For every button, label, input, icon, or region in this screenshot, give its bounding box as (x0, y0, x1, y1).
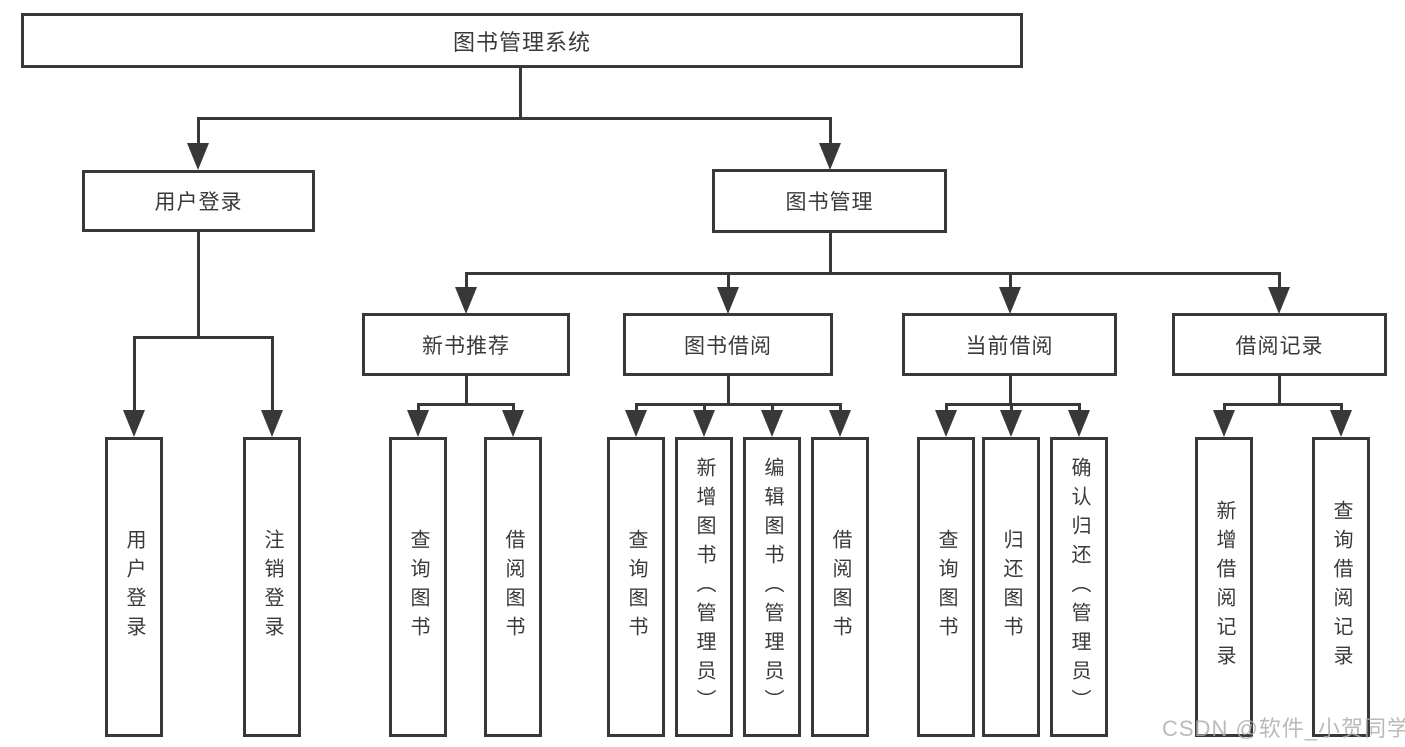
connector-drop (1009, 272, 1012, 289)
leaf-add-books-admin: 新增图书（管理员） (675, 437, 733, 737)
connector-drop (1078, 403, 1081, 412)
arrowhead-down-icon (502, 410, 524, 437)
connector-groupA-bar (417, 403, 515, 406)
connector-groupD-stem (1278, 376, 1281, 405)
node-new-book-recommend: 新书推荐 (362, 313, 570, 376)
arrowhead-down-icon (455, 287, 477, 314)
watermark: CSDN @软件_小贺同学 (1162, 716, 1405, 741)
leaf-label: 新增借阅记录 (1213, 500, 1235, 674)
node-user-login: 用户登录 (82, 170, 315, 232)
node-root: 图书管理系统 (21, 13, 1023, 68)
leaf-label: 注销登录 (261, 529, 283, 645)
leaf-label: 归还图书 (1000, 529, 1022, 645)
connector-drop (1340, 403, 1343, 412)
connector-drop (1010, 403, 1013, 412)
leaf-label: 借阅图书 (829, 529, 851, 645)
connector-root-bar (197, 117, 832, 120)
connector-groupD-bar (1223, 403, 1343, 406)
connector-drop (512, 403, 515, 412)
arrowhead-down-icon (693, 410, 715, 437)
connector-bookmgmt-stem (829, 233, 832, 274)
arrowhead-down-icon (761, 410, 783, 437)
node-book-management-label: 图书管理 (785, 191, 874, 214)
arrowhead-down-icon (1268, 287, 1290, 314)
connector-drop (271, 336, 274, 412)
node-current-borrowing: 当前借阅 (902, 313, 1117, 376)
node-book-management: 图书管理 (712, 169, 947, 233)
connector-drop (197, 117, 200, 145)
leaf-borrow-books-borrowing: 借阅图书 (811, 437, 869, 737)
connector-userlogin-stem (197, 232, 200, 339)
leaf-label: 用户登录 (123, 529, 145, 645)
connector-groupB-stem (727, 376, 730, 405)
connector-groupC-stem (1009, 376, 1012, 405)
connector-root-stem (519, 66, 522, 119)
node-borrowing-records-label: 借阅记录 (1235, 334, 1324, 358)
node-book-borrowing-label: 图书借阅 (684, 334, 772, 358)
connector-groupC-bar (945, 403, 1081, 406)
leaf-query-books-current: 查询图书 (917, 437, 975, 737)
connector-drop (417, 403, 420, 412)
connector-groupB-bar (635, 403, 842, 406)
leaf-edit-books-admin: 编辑图书（管理员） (743, 437, 801, 737)
leaf-label: 确认归还（管理员） (1068, 456, 1090, 718)
connector-drop (829, 117, 832, 145)
arrowhead-down-icon (261, 410, 283, 437)
node-current-borrowing-label: 当前借阅 (965, 334, 1054, 358)
arrowhead-down-icon (829, 410, 851, 437)
leaf-label: 新增图书（管理员） (693, 456, 715, 718)
arrowhead-down-icon (1213, 410, 1235, 437)
arrowhead-down-icon (407, 410, 429, 437)
connector-drop (1223, 403, 1226, 412)
arrowhead-down-icon (187, 143, 209, 170)
node-root-label: 图书管理系统 (452, 29, 591, 55)
leaf-label: 编辑图书（管理员） (761, 456, 783, 718)
arrowhead-down-icon (123, 410, 145, 437)
leaf-label: 借阅图书 (502, 529, 524, 645)
connector-drop (635, 403, 638, 412)
arrowhead-down-icon (625, 410, 647, 437)
connector-drop (839, 403, 842, 412)
node-borrowing-records: 借阅记录 (1172, 313, 1387, 376)
leaf-query-books-borrowing: 查询图书 (607, 437, 665, 737)
connector-drop (703, 403, 706, 412)
arrowhead-down-icon (999, 287, 1021, 314)
connector-drop (465, 272, 468, 289)
leaf-borrow-books-recommend: 借阅图书 (484, 437, 542, 737)
leaf-return-books: 归还图书 (982, 437, 1040, 737)
connector-drop (771, 403, 774, 412)
leaf-query-books-recommend: 查询图书 (389, 437, 447, 737)
leaf-label: 查询图书 (935, 529, 957, 645)
connector-bookmgmt-bar (465, 272, 1281, 275)
connector-drop (133, 336, 136, 412)
connector-userlogin-bar (133, 336, 274, 339)
arrowhead-down-icon (717, 287, 739, 314)
leaf-query-borrow-record: 查询借阅记录 (1312, 437, 1370, 737)
leaf-logout-login: 注销登录 (243, 437, 301, 737)
arrowhead-down-icon (1330, 410, 1352, 437)
leaf-label: 查询借阅记录 (1330, 500, 1352, 674)
connector-drop (1278, 272, 1281, 289)
leaf-add-borrow-record: 新增借阅记录 (1195, 437, 1253, 737)
arrowhead-down-icon (1000, 410, 1022, 437)
connector-groupA-stem (465, 376, 468, 405)
leaf-label: 查询图书 (407, 529, 429, 645)
node-book-borrowing: 图书借阅 (623, 313, 833, 376)
leaf-user-login: 用户登录 (105, 437, 163, 737)
leaf-label: 查询图书 (625, 529, 647, 645)
leaf-confirm-return-admin: 确认归还（管理员） (1050, 437, 1108, 737)
connector-drop (727, 272, 730, 289)
node-new-book-recommend-label: 新书推荐 (422, 334, 510, 358)
connector-drop (945, 403, 948, 412)
arrowhead-down-icon (819, 143, 841, 170)
arrowhead-down-icon (935, 410, 957, 437)
node-user-login-label: 用户登录 (154, 191, 243, 214)
arrowhead-down-icon (1068, 410, 1090, 437)
